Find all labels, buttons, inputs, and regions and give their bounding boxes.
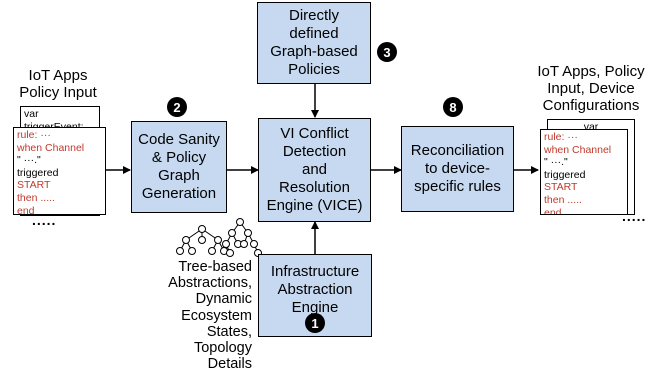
doc-line: then ..... [17, 191, 55, 204]
doc-line: when Channel [17, 141, 85, 154]
left-input-title: IoT Apps Policy Input [19, 67, 97, 101]
tree-diagram-icon [176, 218, 262, 257]
doc-line: triggered [17, 166, 59, 179]
left-input-front-document: rule: ··· when Channel " ···." triggered… [13, 127, 106, 215]
right-output-title: IoT Apps, Policy Input, Device Configura… [537, 63, 645, 114]
doc-line: " ···." [544, 156, 568, 169]
doc-line: " ···." [17, 154, 41, 167]
badge-infra: 1 [305, 313, 325, 333]
code-sanity-box: Code Sanity & Policy Graph Generation [131, 121, 227, 213]
graph-policies-box: Directly defined Graph-based Policies [257, 2, 371, 84]
doc-line: START [17, 179, 51, 192]
doc-line: end [544, 206, 562, 215]
infrastructure-abstraction-box: Infrastructure Abstraction Engine [258, 254, 372, 337]
right-output-front-document: rule: ··· when Channel " ···." triggered… [540, 129, 628, 215]
doc-line: rule: ··· [544, 131, 578, 143]
vice-box: VI Conflict Detection and Resolution Eng… [258, 118, 371, 222]
tree-caption: Tree-based Abstractions, Dynamic Ecosyst… [168, 259, 252, 373]
doc-line: then ..... [544, 193, 582, 206]
doc-line: triggered [544, 168, 586, 181]
badge-sanity: 2 [167, 97, 187, 117]
arrows-layer [106, 84, 539, 257]
doc-line: rule: ··· [17, 129, 51, 141]
doc-line: START [544, 181, 578, 194]
reconciliation-box: Reconciliation to device- specific rules [401, 126, 514, 212]
right-more-dots: ..... [622, 208, 647, 224]
left-more-dots: ..... [32, 212, 57, 228]
badge-graph-policies: 3 [377, 42, 397, 62]
doc-line: end [17, 204, 35, 215]
badge-reconciliation: 8 [443, 97, 463, 117]
doc-line: when Channel [544, 143, 612, 156]
doc-line: var [24, 108, 39, 120]
